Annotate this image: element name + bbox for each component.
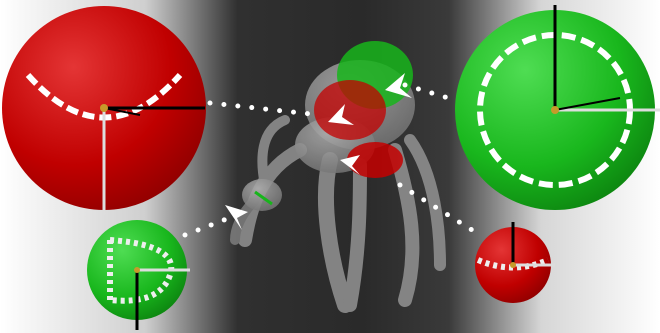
creature-red-joint-upper[interactable] [314,80,386,140]
pivot-marker[interactable] [134,267,140,273]
pivot-marker[interactable] [100,104,108,112]
pivot-marker[interactable] [551,106,559,114]
pivot-marker[interactable] [510,262,516,268]
